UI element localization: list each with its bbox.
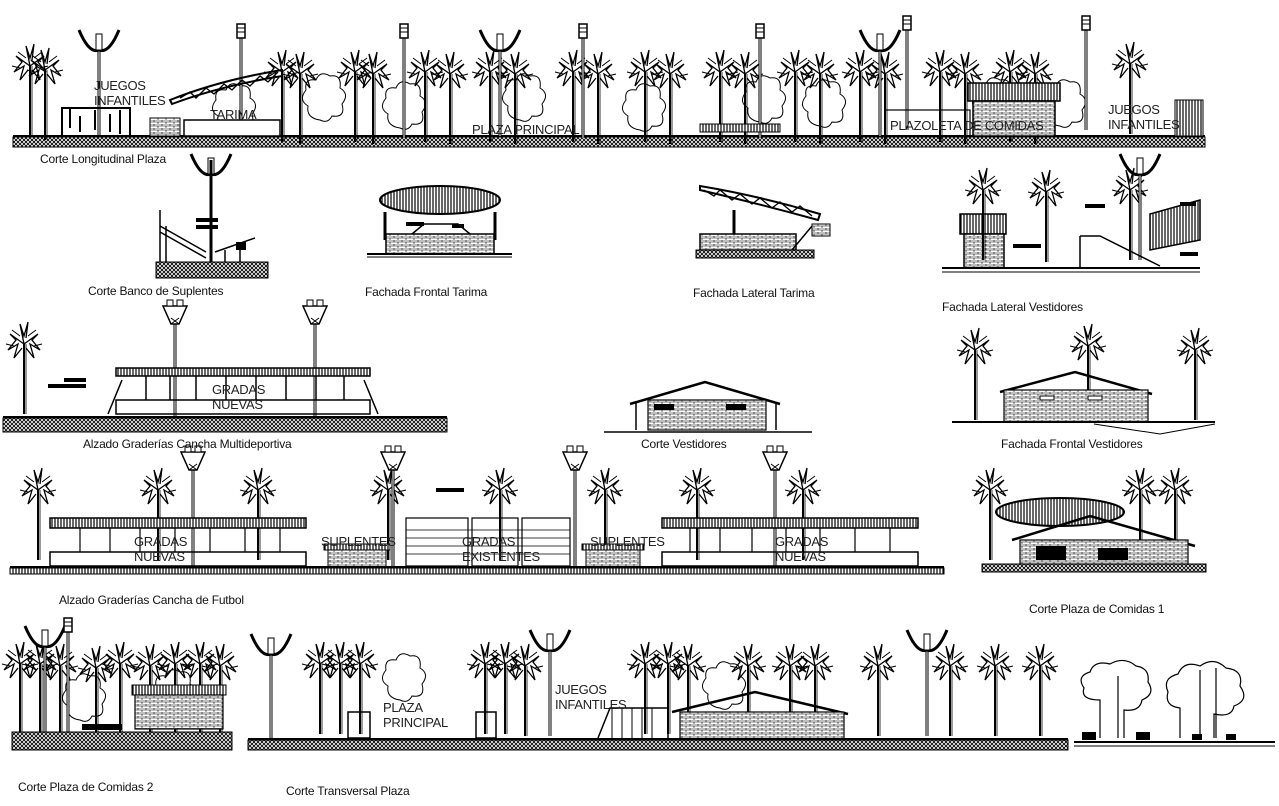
caption-alzado-graderias-futbol: Alzado Graderías Cancha de Futbol [59,593,244,607]
fachada-frontal-tarima-drawing [367,185,512,258]
caption-corte-transversal-plaza: Corte Transversal Plaza [286,784,410,798]
tag-gradas-nuevas-futbol-right: GRADAS NUEVAS [775,534,829,564]
caption-corte-plaza-comidas-2: Corte Plaza de Comidas 2 [18,780,154,794]
corte-vestidores-drawing [604,380,812,433]
corte-plaza-comidas-2-drawing [1,616,239,751]
caption-fachada-lateral-vestidores: Fachada Lateral Vestidores [942,300,1083,314]
caption-fachada-lateral-tarima: Fachada Lateral Tarima [693,286,815,300]
trees-section-drawing [1074,659,1275,747]
caption-corte-banco-suplentes: Corte Banco de Suplentes [88,284,224,298]
tag-juegos-infantiles-transversal: JUEGOS INFANTILES [555,682,627,712]
caption-corte-plaza-comidas-1: Corte Plaza de Comidas 1 [1029,602,1165,616]
tag-juegos-infantiles-left: JUEGOS INFANTILES [94,78,166,108]
fachada-lateral-tarima-drawing [695,184,831,259]
fachada-frontal-vestidores-drawing [952,323,1216,435]
caption-corte-longitudinal-plaza: Corte Longitudinal Plaza [40,152,166,166]
corte-longitudinal-plaza-drawing [11,14,1206,148]
caption-corte-vestidores: Corte Vestidores [641,437,727,451]
fachada-lateral-vestidores-drawing [942,152,1201,273]
tag-juegos-infantiles-right: JUEGOS INFANTILES [1108,102,1180,132]
corte-plaza-comidas-1-drawing [971,467,1207,573]
corte-transversal-plaza-drawing [247,628,1069,751]
tag-gradas-existentes: GRADAS EXISTENTES [462,534,540,564]
tag-plazoleta-comidas: PLAZOLETA DE COMIDAS [890,118,1044,133]
tag-tarima: TARIMA [210,107,257,122]
tag-suplentes-right: SUPLENTES [590,534,665,549]
alzado-graderias-futbol-drawing [9,444,945,575]
caption-fachada-frontal-vestidores: Fachada Frontal Vestidores [1001,437,1143,451]
caption-alzado-graderias-multideportiva: Alzado Graderías Cancha Multideportiva [83,437,292,451]
alzado-graderias-multideportiva-drawing [2,298,448,433]
caption-fachada-frontal-tarima: Fachada Frontal Tarima [365,285,488,299]
corte-banco-suplentes-drawing [155,152,269,279]
tag-gradas-nuevas-futbol-left: GRADAS NUEVAS [134,534,188,564]
tag-plaza-principal: PLAZA PRINCIPAL [472,122,580,137]
tag-gradas-nuevas-multideportiva: GRADAS NUEVAS [212,382,266,412]
tag-suplentes-left: SUPLENTES [321,534,396,549]
tag-plaza-principal-transversal: PLAZA PRINCIPAL [383,700,448,730]
